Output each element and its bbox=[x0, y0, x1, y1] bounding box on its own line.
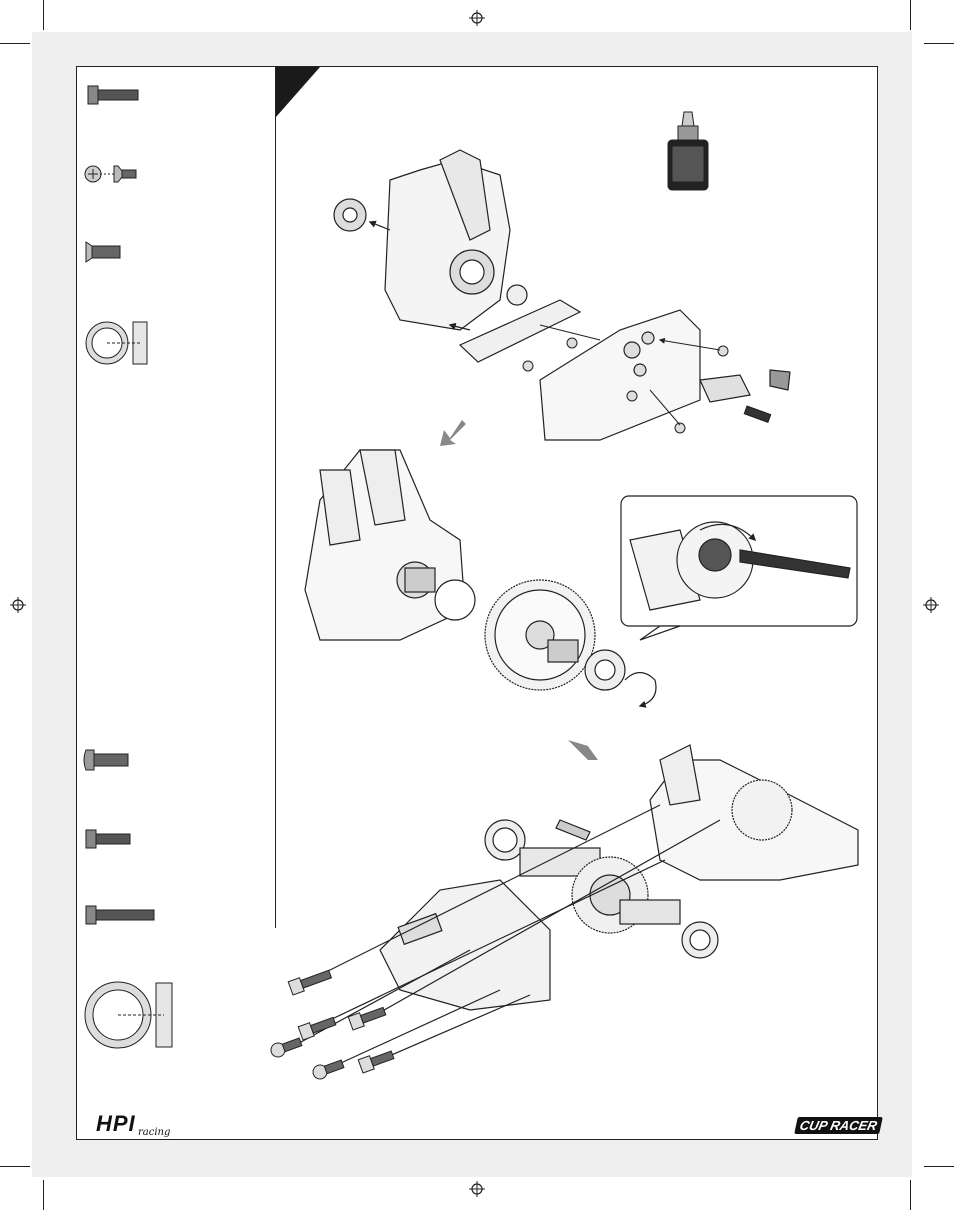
hpi-racing-logo: HPI racing bbox=[96, 1111, 186, 1139]
stage1-screws bbox=[522, 324, 729, 434]
gearbox-stage2 bbox=[304, 449, 657, 708]
registration-mark-icon bbox=[923, 597, 939, 613]
cap-head-screw-long-icon bbox=[85, 905, 155, 925]
gearbox-stage3 bbox=[289, 744, 859, 1069]
brand-left-subtext: racing bbox=[138, 1127, 171, 1138]
button-head-screw-icon bbox=[83, 749, 129, 771]
cap-head-screw-short-icon bbox=[85, 829, 131, 849]
stage3-screws bbox=[270, 969, 395, 1080]
cap-head-screw-icon bbox=[87, 85, 139, 105]
step-corner-triangle bbox=[276, 67, 320, 117]
crop-mark bbox=[0, 43, 30, 44]
large-ball-bearing-icon bbox=[84, 981, 173, 1049]
stage-arrow-icon bbox=[568, 738, 598, 760]
crop-mark bbox=[910, 0, 911, 30]
gearbox-case bbox=[539, 309, 791, 441]
cup-racer-logo: CUP RACER bbox=[794, 1117, 883, 1134]
crop-mark bbox=[43, 1180, 44, 1210]
crop-mark bbox=[910, 1180, 911, 1210]
bulkhead-assembly bbox=[333, 149, 582, 363]
stage-arrow-icon bbox=[440, 420, 466, 446]
flat-head-screw-icon bbox=[84, 165, 137, 183]
registration-mark-icon bbox=[10, 597, 26, 613]
slipper-adjust-inset bbox=[620, 495, 858, 641]
crop-mark bbox=[0, 1166, 30, 1167]
crop-mark bbox=[924, 43, 954, 44]
countersunk-screw-icon bbox=[85, 241, 121, 263]
parts-sidebar-divider bbox=[275, 66, 276, 928]
ball-bearing-icon bbox=[85, 321, 148, 365]
registration-mark-icon bbox=[469, 10, 485, 26]
registration-mark-icon bbox=[469, 1181, 485, 1197]
brand-left-text: HPI bbox=[96, 1111, 136, 1136]
crop-mark bbox=[43, 0, 44, 30]
thread-lock-bottle-icon bbox=[667, 111, 709, 191]
crop-mark bbox=[924, 1166, 954, 1167]
